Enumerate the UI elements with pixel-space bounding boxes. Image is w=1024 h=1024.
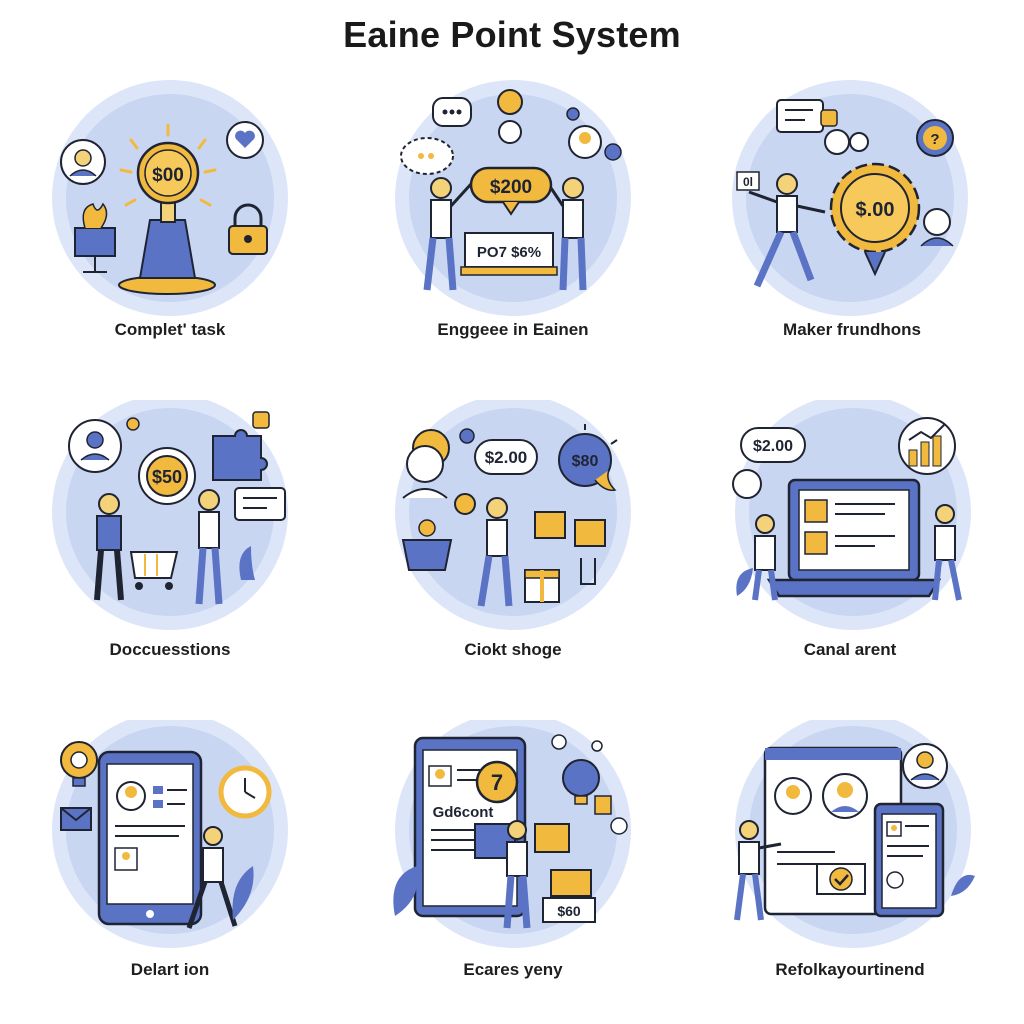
coin-value: $50 [152, 467, 182, 487]
card-discussions: $50 Doccuesstions [45, 400, 345, 700]
bubble-value: $2.00 [753, 438, 793, 455]
gear-value: $.00 [856, 199, 895, 221]
illustration-refolk [734, 720, 975, 948]
box-label: $60 [557, 903, 581, 919]
chat-bubble-icon [234, 487, 286, 521]
avatar-bubble-icon [60, 139, 106, 185]
svg-text:?: ? [930, 131, 939, 148]
coin-icon [136, 141, 200, 205]
card-canal: $2.00 Canal arent [725, 400, 1024, 700]
caption: Ciokt shoge [464, 640, 562, 659]
doc-text: Gd6cont [433, 804, 494, 821]
profile-window-icon [763, 746, 903, 916]
badge-value: 7 [491, 770, 503, 795]
gear-icon [829, 162, 921, 277]
gift-icon [524, 569, 560, 603]
illustration-canal: $2.00 [732, 400, 971, 630]
lightbulb-icon [551, 734, 628, 835]
caption: Ecares yeny [463, 960, 563, 979]
illustration-discussions: $50 [52, 400, 288, 630]
caption: Complet' task [114, 320, 226, 339]
illustration-engage: $200 PO7 $6% [395, 80, 631, 316]
trophy-pedestal-icon [74, 202, 116, 273]
coin-value: $00 [152, 165, 184, 186]
caption: Refolkayourtinend [775, 960, 925, 979]
phone-icon [873, 802, 945, 918]
page-title: Eaine Point System [343, 14, 681, 55]
bar-chart-icon [898, 417, 956, 475]
people-icon [497, 89, 622, 161]
illustration-ecares: Gd6cont 7 $60 [393, 720, 631, 948]
lightbulb-icon [60, 741, 98, 787]
caption: Doccuesstions [109, 640, 231, 659]
tablet-icon [97, 750, 203, 926]
card-ecares: Gd6cont 7 $60 Ecares yeny [385, 720, 685, 1020]
heart-bubble-icon [226, 121, 264, 159]
illustration-complete-task: $00 [52, 80, 288, 316]
card-shopping: $2.00 $80 Ciokt shoge [385, 400, 685, 700]
card-refolk: Refolkayourtinend [725, 720, 1024, 1020]
laptop-icon [766, 478, 942, 598]
caption: Enggeee in Eainen [437, 320, 589, 339]
chat-bubble-icon [400, 97, 472, 175]
card-delart: Delart ion [45, 720, 345, 1020]
bubble-value: $2.00 [485, 448, 528, 467]
bubble2-value: $80 [572, 453, 599, 470]
card-engage: $200 PO7 $6% Enggeee in Eainen [385, 80, 685, 380]
cart-icon [129, 551, 179, 590]
question-bubble-icon: ? [916, 119, 954, 157]
illustration-shopping: $2.00 $80 [395, 400, 631, 630]
checkmark-icon [816, 863, 866, 895]
basket-icon [401, 519, 453, 571]
lock-icon [228, 203, 268, 255]
caption: Canal arent [803, 640, 897, 659]
caption: Maker frundhons [783, 320, 921, 339]
mail-icon [60, 807, 92, 831]
lightbulb-icon [558, 424, 618, 492]
illustration-delart [52, 720, 288, 948]
card-complete-task: $00 Comp [45, 80, 345, 380]
illustration-maker: ? $.00 0l [732, 80, 968, 316]
caption: Delart ion [130, 960, 210, 979]
card-maker: ? $.00 0l Maker frundhons [725, 80, 1024, 380]
clock-icon [218, 765, 272, 819]
puzzle-icon [212, 411, 270, 481]
badge-value: $200 [490, 177, 532, 198]
tag-text: 0l [743, 175, 753, 189]
sign-text: PO7 $6% [477, 244, 541, 261]
